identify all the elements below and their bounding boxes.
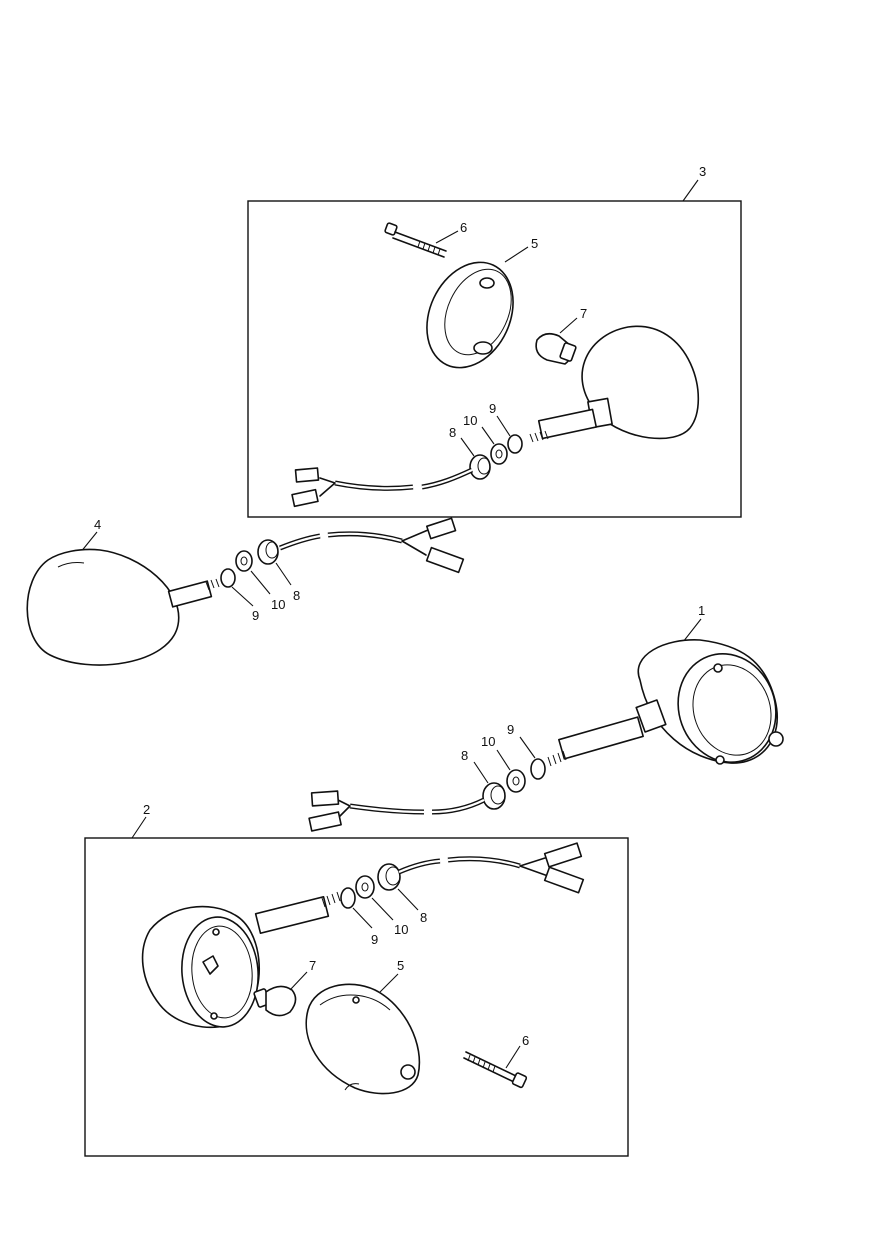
grommet-8-left [257,539,279,565]
lens-ring-5-top [426,261,514,369]
kit-2-frame [84,837,629,1157]
screw-6-bottom [463,1051,528,1089]
kit-3-callout-6: 6 [460,220,467,235]
kit-2-group: 2 9 10 8 [84,802,629,1157]
lens-5-bottom [305,983,421,1095]
screw-6-top [384,222,447,258]
wire-harness-right [308,790,486,832]
nut-9-left [220,568,236,588]
indicator-body-right [547,639,784,767]
bulb-7-bottom [253,985,297,1017]
indicator-body-top [529,325,699,443]
wire-harness-top [291,467,474,508]
callout-3: 3 [699,164,706,179]
grommet-8-bottom [377,863,401,891]
kit-2-callout-8: 8 [420,910,427,925]
kit-2-callout-9: 9 [371,932,378,947]
nut-9-top [507,434,523,454]
wire-harness-bottom [397,842,585,894]
callout-2: 2 [143,802,150,817]
washer-10-right [506,769,526,793]
washer-10-bottom [355,875,375,899]
callout-4: 4 [94,517,101,532]
nut-9-bottom [340,887,356,909]
kit-3-group: 3 6 5 7 [247,164,742,518]
kit-3-callout-5: 5 [531,236,538,251]
wire-harness-left [279,517,465,574]
kit-2-callout-7: 7 [309,958,316,973]
lamp-4-callout-8: 8 [293,588,300,603]
indicator-4-group: 4 9 10 8 [26,517,465,666]
indicator-body-left [26,548,220,666]
kit-2-callout-6: 6 [522,1033,529,1048]
callout-1: 1 [698,603,705,618]
kit-3-callout-8: 8 [449,425,456,440]
lamp-1-callout-9: 9 [507,722,514,737]
washer-10-left [235,550,253,572]
lamp-4-callout-9: 9 [252,608,259,623]
kit-3-callout-10: 10 [463,413,477,428]
indicator-1-group: 1 9 10 8 [308,603,784,832]
grommet-8-right [482,782,506,810]
indicator-body-bottom [141,891,341,1029]
bulb-7-top [535,332,577,365]
kit-3-frame [247,200,742,518]
kit-3-callout-9: 9 [489,401,496,416]
kit-2-callout-10: 10 [394,922,408,937]
lamp-1-callout-8: 8 [461,748,468,763]
lamp-1-callout-10: 10 [481,734,495,749]
kit-3-callout-7: 7 [580,306,587,321]
nut-9-right [530,758,546,780]
washer-10-top [490,443,508,465]
grommet-8-top [469,454,491,480]
kit-2-callout-5: 5 [397,958,404,973]
lamp-4-callout-10: 10 [271,597,285,612]
